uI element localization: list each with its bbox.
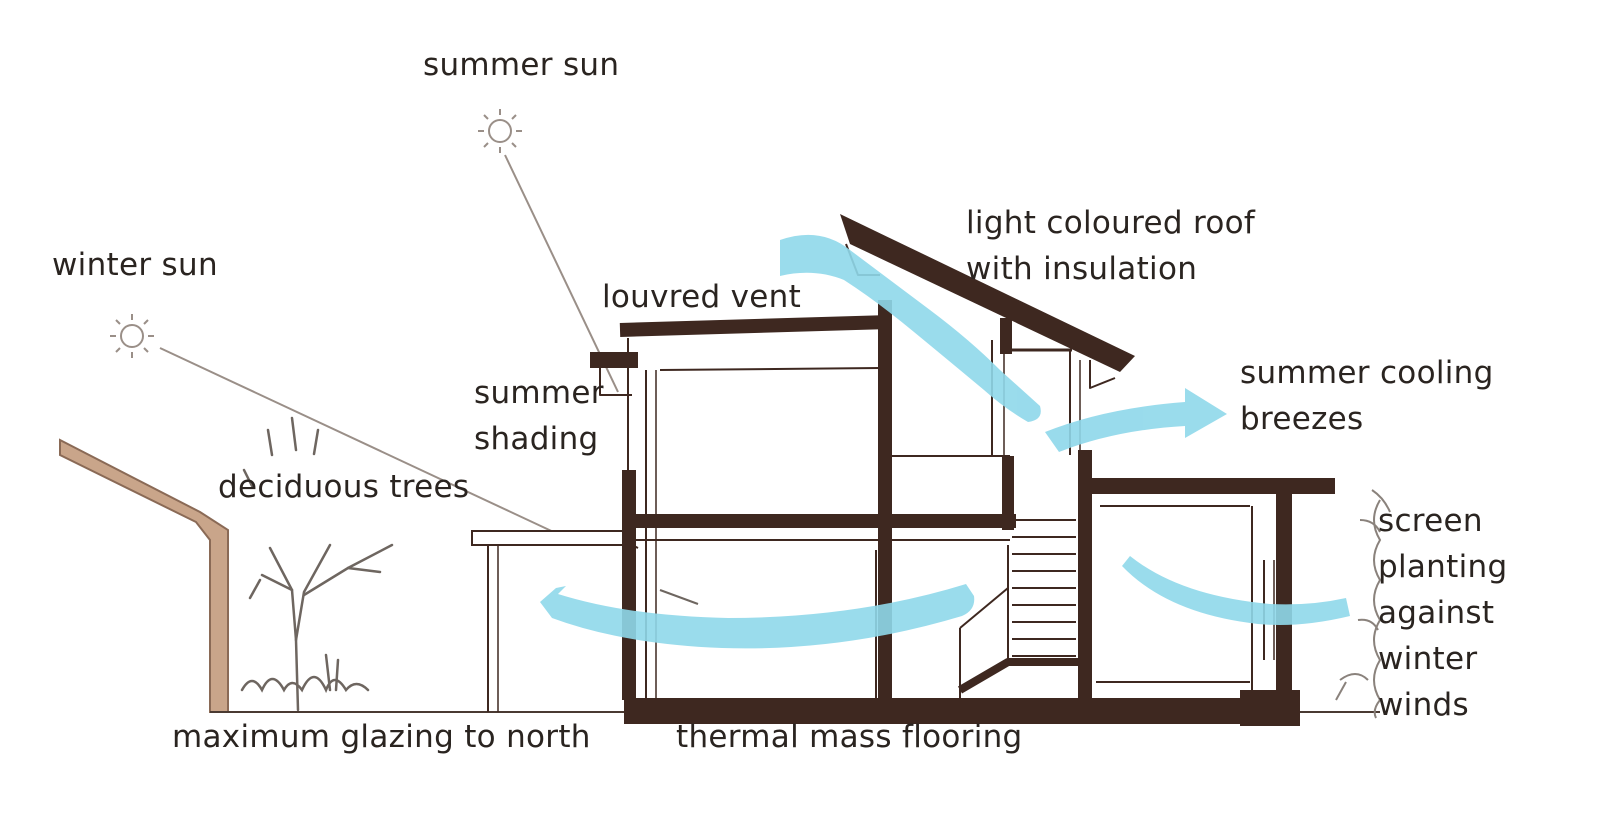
- roof-label: light coloured roof with insulation: [966, 200, 1255, 292]
- screen-planting-line2: planting: [1378, 549, 1508, 585]
- winter-sun-ray: [159, 347, 561, 536]
- screen-planting-line1: screen: [1378, 503, 1483, 539]
- thermal-mass-flooring-label: thermal mass flooring: [676, 719, 1023, 755]
- summer-breezes-line2: breezes: [1240, 401, 1364, 437]
- cooling-breeze-arrows: [540, 234, 1350, 649]
- summer-breezes-line1: summer cooling: [1240, 355, 1494, 391]
- screen-planting: [1335, 489, 1391, 719]
- summer-breezes-label: summer cooling breezes: [1240, 350, 1494, 442]
- screen-planting-label: screen planting against winter winds: [1378, 498, 1507, 728]
- screen-planting-line4: winter: [1378, 641, 1478, 677]
- summer-shading-line2: shading: [474, 421, 599, 457]
- winter-sun-icon: [110, 314, 154, 358]
- roof-label-line1: light coloured roof: [966, 205, 1256, 241]
- deciduous-tree: [240, 416, 394, 712]
- earth-bank: [59, 438, 229, 713]
- louvred-vent-label: louvred vent: [602, 279, 802, 315]
- winter-sun-label: winter sun: [52, 247, 218, 283]
- maximum-glazing-label: maximum glazing to north: [172, 719, 591, 755]
- summer-shading-line1: summer: [474, 375, 604, 411]
- screen-planting-line3: against: [1378, 595, 1495, 631]
- roof-label-line2: with insulation: [966, 251, 1198, 287]
- summer-sun-label: summer sun: [423, 47, 620, 83]
- deciduous-trees-label: deciduous trees: [218, 469, 470, 505]
- glazing-pointer: [659, 589, 699, 605]
- summer-sun-icon: [478, 109, 522, 153]
- staircase: [1010, 519, 1076, 657]
- verandah: [471, 530, 639, 712]
- summer-shading-label: summer shading: [474, 370, 604, 462]
- screen-planting-line5: winds: [1378, 687, 1469, 723]
